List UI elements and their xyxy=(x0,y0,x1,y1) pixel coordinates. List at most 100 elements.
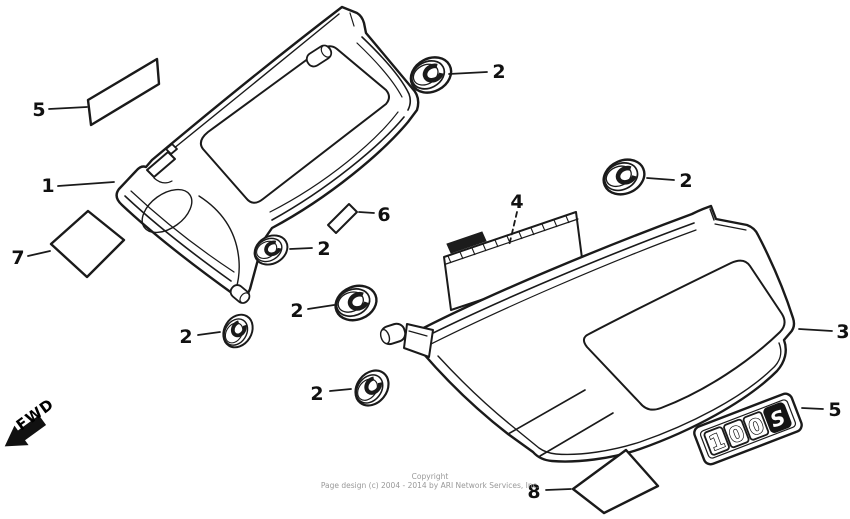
leader-part2-f xyxy=(329,388,352,392)
rim-line xyxy=(356,42,403,98)
hatch-tick xyxy=(565,215,570,224)
footer: Copyright Page design (c) 2004 - 2014 by… xyxy=(321,472,539,490)
rim-line xyxy=(269,111,399,213)
flange-line xyxy=(422,229,697,349)
rim-line xyxy=(271,116,405,221)
leader-part2-d xyxy=(307,304,335,310)
bottom-flange-line xyxy=(437,342,782,456)
sticker-part6 xyxy=(327,203,358,234)
sticker-part5 xyxy=(86,57,161,127)
peg-end xyxy=(320,45,332,58)
hatch-tick xyxy=(541,223,546,232)
peg-end xyxy=(379,328,391,345)
sticker-part7 xyxy=(49,209,126,279)
emblem-cell-3 xyxy=(742,411,770,441)
callout-part7[interactable]: 7 xyxy=(11,247,24,269)
leader-part2-a xyxy=(448,71,488,75)
pocket-curve xyxy=(198,195,240,290)
inner-panel-top-line xyxy=(445,218,579,265)
callouts: 1 2 2 2 2 2 2 3 4 5 5 6 7 8 xyxy=(11,61,849,503)
hatch-tick xyxy=(553,219,558,228)
emblem-cell-1 xyxy=(703,426,730,456)
hatch-tick xyxy=(494,239,499,248)
callout-part2-a[interactable]: 2 xyxy=(492,61,505,83)
bracket-peg xyxy=(379,322,407,346)
hatch-tick xyxy=(518,231,523,240)
hatch-tick xyxy=(459,251,464,260)
left-cover-top-peg xyxy=(305,44,333,68)
callout-part2-e[interactable]: 2 xyxy=(179,326,192,348)
rim-line xyxy=(349,12,355,27)
leader-part2-e xyxy=(197,331,221,336)
emblem-cell-2 xyxy=(723,418,750,449)
callout-part2-d[interactable]: 2 xyxy=(290,300,303,322)
leader-part7 xyxy=(27,250,51,257)
latch-pin xyxy=(165,143,178,155)
rim-line xyxy=(156,13,340,163)
left-cover-pocket-lines xyxy=(141,188,240,290)
left-cover-rim-lines xyxy=(124,12,412,282)
callout-part6[interactable]: 6 xyxy=(377,204,390,226)
latch-hook xyxy=(153,177,173,184)
callout-part1[interactable]: 1 xyxy=(41,175,54,197)
grommet-2 xyxy=(598,153,650,200)
hatch-tick xyxy=(447,255,452,264)
leader-part8 xyxy=(545,488,572,491)
right-cover-creases xyxy=(507,389,614,457)
leader-part2-b xyxy=(646,177,675,181)
bracket-line xyxy=(408,330,428,337)
peg-end xyxy=(239,292,250,304)
crease-line xyxy=(507,389,586,435)
latch-body xyxy=(146,151,176,178)
callout-part2-c[interactable]: 2 xyxy=(317,238,330,260)
grommet-6 xyxy=(349,364,396,412)
left-cover-latch xyxy=(146,143,178,184)
callout-part5-a[interactable]: 5 xyxy=(32,99,45,121)
stickers xyxy=(49,57,660,515)
callout-part2-b[interactable]: 2 xyxy=(679,170,692,192)
grommet-4 xyxy=(330,280,381,326)
callout-part2-f[interactable]: 2 xyxy=(310,383,323,405)
left-side-cover xyxy=(115,5,420,304)
callout-part8[interactable]: 8 xyxy=(527,481,540,503)
leader-part5-b xyxy=(801,407,824,410)
hatch-tick xyxy=(471,247,476,256)
fwd-indicator: FWD xyxy=(4,395,58,447)
fwd-arrow-icon xyxy=(4,415,47,447)
hatch-tick xyxy=(530,227,535,236)
leader-part5-a xyxy=(48,106,88,110)
leader-part4 xyxy=(508,211,518,247)
copyright-line-2: Page design (c) 2004 - 2014 by ARI Netwo… xyxy=(321,481,539,490)
sticker-part8 xyxy=(571,448,660,515)
leader-part6 xyxy=(358,211,375,214)
leader-part2-c xyxy=(289,247,313,250)
grommet-5 xyxy=(215,307,261,355)
leader-lines xyxy=(27,71,833,491)
hatch-tick xyxy=(482,243,487,252)
pocket-bulge xyxy=(141,188,193,234)
emblem-cell-s xyxy=(763,402,792,433)
step-line xyxy=(714,223,747,231)
rim-line xyxy=(124,195,232,282)
step-line xyxy=(709,208,715,221)
rim-line xyxy=(361,36,412,111)
right-cover-bracket xyxy=(379,322,434,358)
flange-line xyxy=(416,222,695,342)
left-cover-arm-peg xyxy=(229,284,251,304)
callout-part3[interactable]: 3 xyxy=(836,321,849,343)
inner-panel-hatch xyxy=(447,215,570,264)
emblem-inner-border xyxy=(699,399,797,459)
right-cover-window xyxy=(583,259,786,411)
rim-line xyxy=(130,190,235,273)
bracket-body xyxy=(403,323,434,358)
copyright-line-1: Copyright xyxy=(412,472,449,481)
leader-part1 xyxy=(57,181,115,187)
leader-part3 xyxy=(798,328,833,332)
crease-line xyxy=(539,412,614,457)
right-cover-flange-lines xyxy=(416,208,782,456)
callout-part4[interactable]: 4 xyxy=(510,191,523,213)
emblem-100s: 1 0 0 S xyxy=(693,392,803,466)
callout-part5-b[interactable]: 5 xyxy=(828,399,841,421)
